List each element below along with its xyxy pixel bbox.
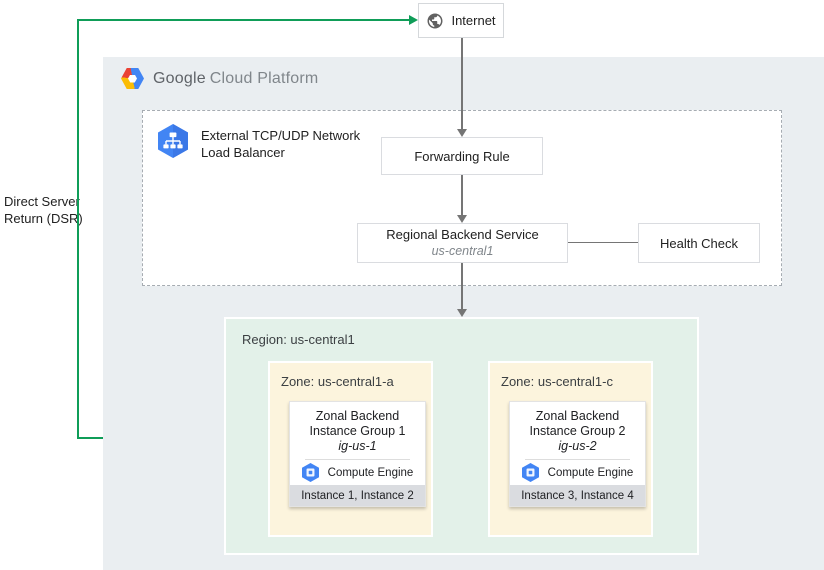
backend-service-title: Regional Backend Service: [386, 227, 539, 242]
network-load-balancer-icon: [158, 124, 188, 161]
card-divider: [525, 459, 630, 460]
compute-engine-icon: [521, 463, 539, 482]
backend-service-region: us-central1: [431, 244, 494, 258]
region-label: Region: us-central1: [242, 332, 355, 347]
zone-container-us-central1-a: Zone: us-central1-a Zonal Backend Instan…: [268, 361, 433, 537]
instance-group-1-title: Zonal Backend Instance Group 1 ig-us-1: [290, 402, 425, 454]
dsr-path-top-segment: [77, 19, 410, 21]
load-balancer-label-line1: External TCP/UDP Network: [201, 128, 361, 143]
instance-group-1-name: ig-us-1: [338, 439, 377, 453]
dsr-path-arrowhead: [409, 15, 418, 25]
internet-node: Internet: [418, 3, 504, 38]
arrowhead-forwarding-rule: [457, 129, 467, 137]
dsr-label: Direct Server Return (DSR): [4, 193, 83, 227]
instance-group-2-title-line2: Instance Group 2: [529, 424, 626, 438]
compute-engine-icon: [301, 463, 319, 482]
forwarding-rule-label: Forwarding Rule: [414, 148, 510, 164]
dsr-label-line2: Return (DSR): [4, 211, 83, 226]
instance-group-2-title-line1: Zonal Backend: [535, 409, 620, 423]
card-divider: [305, 459, 410, 460]
zone-c-label: Zone: us-central1-c: [501, 374, 613, 389]
instances-strip-1: Instance 1, Instance 2: [290, 485, 425, 506]
instance-group-2-title: Zonal Backend Instance Group 2 ig-us-2: [510, 402, 645, 454]
health-check-node: Health Check: [638, 223, 760, 263]
arrow-forwarding-rule-to-backend-service: [461, 175, 463, 215]
connector-backend-service-to-health-check: [568, 242, 638, 243]
compute-engine-label-1: Compute Engine: [327, 466, 414, 479]
instances-strip-2: Instance 3, Instance 4: [510, 485, 645, 506]
dsr-label-line1: Direct Server: [4, 194, 80, 209]
arrow-backend-service-to-region: [461, 263, 463, 309]
load-balancer-label: External TCP/UDP Network Load Balancer: [201, 124, 360, 161]
globe-icon: [426, 12, 444, 30]
load-balancer-label-line2: Load Balancer: [201, 145, 285, 160]
health-check-label: Health Check: [659, 235, 739, 251]
backend-service-node: Regional Backend Service us-central1: [357, 223, 568, 263]
arrowhead-region: [457, 309, 467, 317]
zone-container-us-central1-c: Zone: us-central1-c Zonal Backend Instan…: [488, 361, 653, 537]
instance-group-2-name: ig-us-2: [558, 439, 597, 453]
compute-engine-row-1: Compute Engine: [290, 460, 425, 485]
arrowhead-backend-service: [457, 215, 467, 223]
gcp-brand-cloud-platform: Cloud Platform: [209, 69, 319, 87]
dsr-path-vertical-segment: [77, 19, 79, 439]
instance-group-card-2: Zonal Backend Instance Group 2 ig-us-2 C…: [509, 401, 646, 507]
instance-group-1-title-line1: Zonal Backend: [315, 409, 400, 423]
arrow-internet-to-forwarding-rule: [461, 38, 463, 129]
gcp-hexagon-logo: [121, 68, 144, 89]
zone-a-label: Zone: us-central1-a: [281, 374, 394, 389]
instance-group-card-1: Zonal Backend Instance Group 1 ig-us-1 C…: [289, 401, 426, 507]
compute-engine-row-2: Compute Engine: [510, 460, 645, 485]
gcp-brand-google: Google: [153, 69, 206, 87]
internet-label: Internet: [451, 13, 496, 28]
instance-group-1-title-line2: Instance Group 1: [309, 424, 406, 438]
forwarding-rule-node: Forwarding Rule: [381, 137, 543, 175]
load-balancer-legend: External TCP/UDP Network Load Balancer: [158, 124, 360, 161]
compute-engine-label-2: Compute Engine: [547, 466, 634, 479]
